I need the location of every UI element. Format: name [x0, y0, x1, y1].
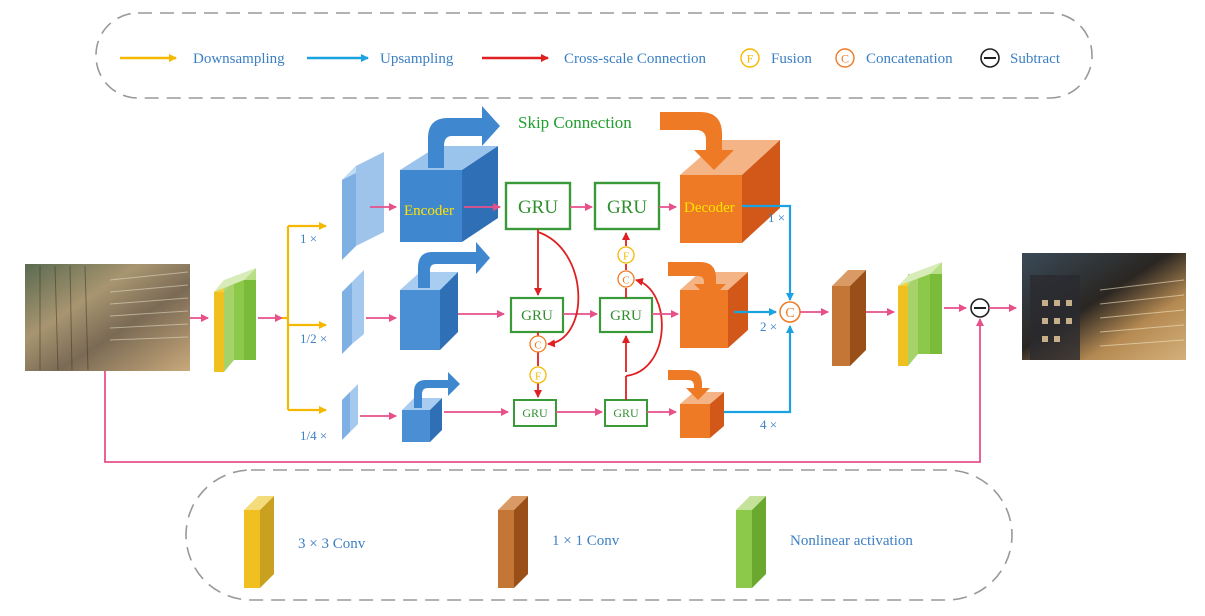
legend-conv1-slab	[498, 496, 528, 588]
concat-node-left: C	[529, 335, 547, 353]
legend-concat-symbol: C	[841, 52, 849, 66]
gru-quarter-a-label: GRU	[522, 406, 548, 420]
concat-node-right: C	[617, 270, 635, 288]
fusion-node-right: F	[617, 246, 635, 264]
gru-1x-a: GRU	[504, 181, 572, 231]
legend-fusion-icon	[740, 48, 760, 68]
residual-connection	[104, 318, 984, 463]
gru-1x-a-label: GRU	[518, 197, 558, 218]
encoder-label: Encoder	[404, 203, 454, 219]
gru-quarter-b: GRU	[604, 399, 648, 427]
fusion-node-left: F	[529, 366, 547, 384]
legend-fusion-symbol: F	[747, 52, 754, 66]
output-1x1-conv	[832, 270, 866, 366]
legend-nonlinear-label: Nonlinear activation	[790, 533, 913, 549]
output-conv-stack	[898, 262, 942, 366]
slab-quarter	[342, 384, 358, 440]
concat-node-left-symbol: C	[534, 340, 541, 352]
upscale-label-2x: 2 ×	[760, 319, 777, 334]
concat-node-output-symbol: C	[785, 306, 794, 321]
legend-fusion-label: Fusion	[771, 51, 812, 67]
scale-label-half: 1/2 ×	[300, 331, 327, 346]
legend-conv1-label: 1 × 1 Conv	[552, 533, 620, 549]
gru-quarter-b-label: GRU	[613, 406, 639, 420]
concat-node-right-symbol: C	[622, 275, 629, 287]
legend-conv3-slab	[244, 496, 274, 588]
scale-label-quarter: 1/4 ×	[300, 428, 327, 443]
legend-subtract-label: Subtract	[1010, 51, 1061, 67]
decoder-cube-1x	[660, 112, 780, 243]
decoder-label: Decoder	[684, 200, 735, 216]
skip-connection-label: Skip Connection	[518, 113, 632, 132]
legend-upsampling-label: Upsampling	[380, 51, 454, 67]
legend-cross-scale-label: Cross-scale Connection	[564, 51, 707, 67]
decoder-cube-quarter	[668, 370, 724, 438]
upscale-label-1x: 1 ×	[768, 210, 785, 225]
scale-label-1x: 1 ×	[300, 231, 317, 246]
input-conv-stack	[214, 268, 256, 372]
encoder-cube-quarter	[402, 372, 460, 442]
gru-half-b: GRU	[598, 296, 654, 334]
decoder-cube-half	[668, 262, 748, 348]
legend-downsampling-label: Downsampling	[193, 51, 285, 67]
encoder-cube-half	[400, 242, 490, 350]
legend-conv3-label: 3 × 3 Conv	[298, 536, 366, 552]
fusion-node-right-symbol: F	[623, 251, 629, 263]
subtract-node	[970, 298, 990, 318]
legend-frame	[95, 12, 1093, 99]
legend-concatenation-label: Concatenation	[866, 51, 953, 67]
legend-nonlinear-slab	[736, 496, 766, 588]
output-image	[1022, 253, 1186, 360]
concat-node-output: C	[779, 301, 801, 323]
bottom-legend-frame	[185, 469, 1013, 601]
slab-1x	[342, 152, 384, 260]
input-image	[25, 264, 190, 371]
legend-concat-icon	[835, 48, 855, 68]
fusion-node-left-symbol: F	[535, 371, 541, 383]
gru-half-b-label: GRU	[610, 308, 642, 324]
gru-half-a-label: GRU	[521, 308, 553, 324]
encoder-cube-1x	[400, 106, 500, 242]
gru-half-a: GRU	[509, 296, 565, 334]
upscale-label-4x: 4 ×	[760, 417, 777, 432]
slab-half	[342, 270, 364, 354]
gru-1x-b-label: GRU	[607, 197, 647, 218]
gru-1x-b: GRU	[593, 181, 661, 231]
gru-quarter-a: GRU	[513, 399, 557, 427]
